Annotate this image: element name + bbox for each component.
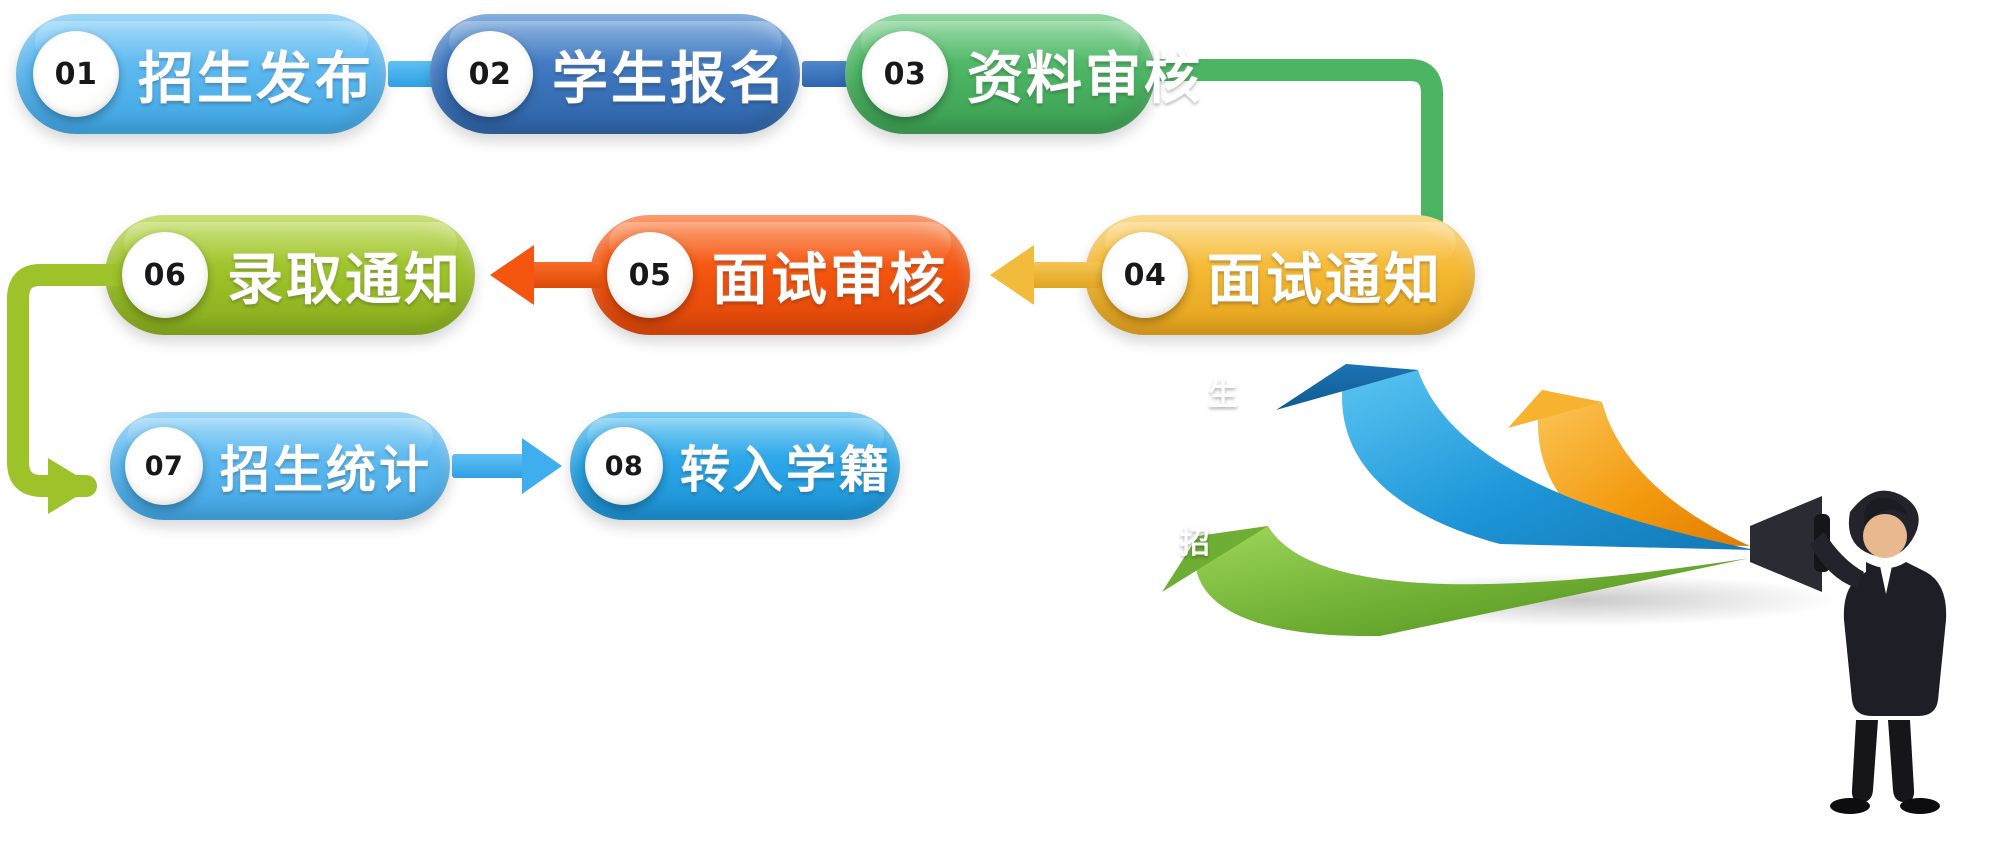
step-badge-02: 02 — [447, 31, 533, 117]
step-number-03: 03 — [883, 56, 927, 92]
swoosh-arrow-blue — [1342, 364, 1755, 550]
flow-node-01[interactable]: 01 招生发布 — [16, 14, 386, 134]
flow-node-04[interactable]: 04 面试通知 — [1085, 215, 1475, 335]
step-label-07: 招生统计 — [220, 442, 432, 498]
flow-node-07[interactable]: 07 招生统计 — [110, 412, 450, 520]
arrow-shaft — [452, 454, 530, 478]
step-number-02: 02 — [468, 56, 512, 92]
step-badge-05: 05 — [607, 232, 693, 318]
step-label-02: 学生报名 — [552, 46, 788, 110]
arrow-shaft — [1030, 262, 1102, 288]
recruitment-mascot: 生 招 — [1150, 300, 1990, 840]
mascot-illustration — [1162, 364, 1947, 814]
flow-node-02[interactable]: 02 学生报名 — [430, 14, 800, 134]
step-number-07: 07 — [144, 450, 184, 482]
megaphone-icon — [1750, 496, 1822, 592]
flow-node-05[interactable]: 05 面试审核 — [590, 215, 970, 335]
step-badge-07: 07 — [125, 427, 203, 505]
elbow-06-to-07 — [7, 264, 161, 514]
flow-node-03[interactable]: 03 资料审核 — [845, 14, 1200, 134]
step-badge-06: 06 — [122, 232, 208, 318]
arrow-head — [490, 245, 534, 305]
step-number-04: 04 — [1123, 257, 1167, 293]
flow-node-06[interactable]: 06 录取通知 — [105, 215, 475, 335]
swoosh-arrowhead-blue — [1276, 364, 1418, 410]
flow-node-08[interactable]: 08 转入学籍 — [570, 412, 900, 520]
swoosh-label-sheng: 生 — [1208, 379, 1239, 412]
step-label-08: 转入学籍 — [680, 442, 892, 498]
arrow-head — [522, 438, 562, 494]
businessman-figure — [1810, 490, 1947, 814]
arrow-shaft — [530, 262, 602, 288]
step-label-06: 录取通知 — [227, 247, 463, 311]
swoosh-arrowhead-green — [1162, 526, 1268, 592]
step-badge-03: 03 — [862, 31, 948, 117]
swoosh-arrow-green — [1194, 526, 1750, 637]
step-badge-08: 08 — [585, 427, 663, 505]
swoosh-arrowhead-orange — [1508, 390, 1602, 428]
step-label-01: 招生发布 — [138, 46, 374, 110]
step-number-01: 01 — [54, 56, 98, 92]
step-badge-01: 01 — [33, 31, 119, 117]
arrow-head — [990, 245, 1034, 305]
swoosh-label-zhao: 招 — [1180, 527, 1211, 560]
step-badge-04: 04 — [1102, 232, 1188, 318]
step-number-06: 06 — [143, 257, 187, 293]
step-label-03: 资料审核 — [967, 46, 1203, 110]
step-label-05: 面试审核 — [712, 247, 948, 311]
step-label-04: 面试通知 — [1207, 247, 1443, 311]
step-number-05: 05 — [628, 257, 672, 293]
step-number-08: 08 — [604, 450, 644, 482]
